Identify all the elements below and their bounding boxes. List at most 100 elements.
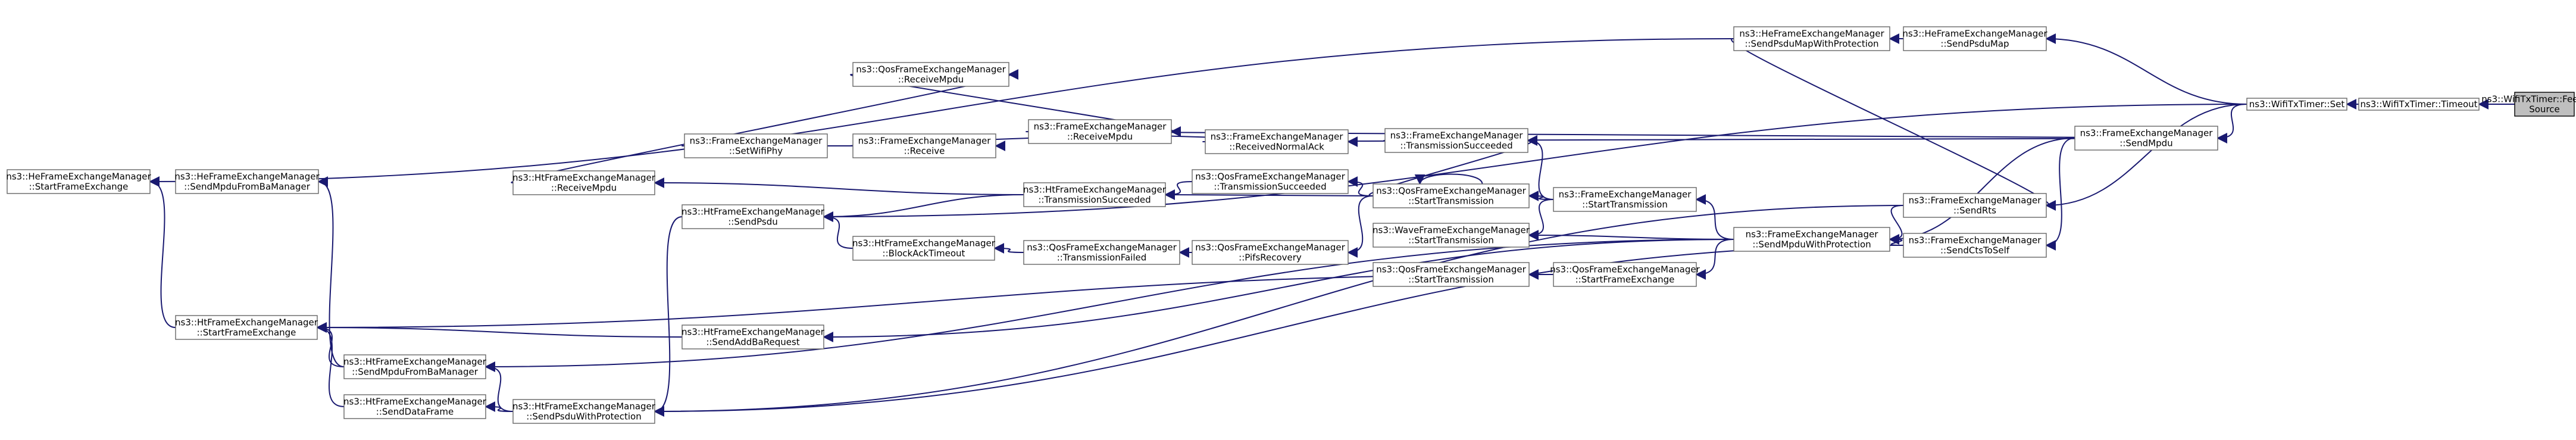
- node-label-line: ::ReceivedNormalAck: [1229, 142, 1324, 152]
- node-he-sendpsdumapwithprotection[interactable]: ns3::HeFrameExchangeManager::SendPsduMap…: [1733, 26, 1890, 51]
- node-fem-receive[interactable]: ns3::FrameExchangeManager::Receive: [852, 133, 996, 158]
- node-qos-transmissionsucceeded[interactable]: ns3::QosFrameExchangeManager::Transmissi…: [1192, 169, 1349, 194]
- node-label-line: ::StartFrameExchange: [29, 182, 129, 192]
- node-box: [1373, 223, 1530, 248]
- node-qos-receivempdu[interactable]: ns3::QosFrameExchangeManager::ReceiveMpd…: [852, 62, 1009, 87]
- node-label-line: ns3::HeFrameExchangeManager: [1739, 29, 1884, 39]
- node-label-line: ns3::HeFrameExchangeManager: [1902, 29, 2047, 39]
- node-he-sendpsdumap[interactable]: ns3::HeFrameExchangeManager::SendPsduMap: [1902, 26, 2047, 51]
- node-fem-sendrts[interactable]: ns3::FrameExchangeManager::SendRts: [1903, 193, 2047, 218]
- node-label-line: ::SendAddBaRequest: [706, 337, 799, 348]
- node-wifitxtimer-feedtrace[interactable]: ns3::WifiTxTimer::FeedTraceSource: [2481, 92, 2576, 117]
- node-label-line: ::StartTransmission: [1408, 196, 1494, 207]
- node-box: [1733, 26, 1890, 51]
- node-label-line: ns3::FrameExchangeManager: [1390, 130, 1524, 141]
- node-box: [1023, 240, 1180, 265]
- node-fem-sendmpdu[interactable]: ns3::FrameExchangeManager::SendMpdu: [2074, 126, 2218, 151]
- node-label-line: ns3::QosFrameExchangeManager: [1376, 186, 1526, 196]
- edge-fem_transmissionsucceeded-fem_starttransmission: [1527, 135, 1554, 200]
- node-qos-starttransmission-a[interactable]: ns3::QosFrameExchangeManager::StartTrans…: [1373, 183, 1530, 208]
- node-qos-starttransmission-b[interactable]: ns3::QosFrameExchangeManager::StartTrans…: [1373, 262, 1530, 287]
- edge-fem_sendmpduwithprotection-fem_sendrts: [1889, 205, 1904, 245]
- edge-qos_startframeexchange-fem_sendmpduwithprotection: [1695, 239, 1734, 280]
- node-label-line: ::SendMpduWithProtection: [1752, 239, 1871, 250]
- node-label-line: ns3::HtFrameExchangeManager: [852, 238, 996, 249]
- edge-ht_sendpsdu-ht_transmissionsucceeded: [823, 194, 1024, 222]
- node-label-line: ::StartTransmission: [1408, 274, 1494, 285]
- node-box: [2074, 126, 2218, 151]
- node-label-line: ns3::FrameExchangeManager: [2080, 128, 2214, 139]
- edge-ht_transmissionsucceeded-qos_starttransmission_a: [1164, 189, 1374, 201]
- node-label-line: ns3::FrameExchangeManager: [690, 136, 823, 146]
- node-box: [1903, 233, 2047, 258]
- node-fem-starttransmission[interactable]: ns3::FrameExchangeManager::StartTransmis…: [1553, 187, 1697, 212]
- node-label-line: ::TransmissionSucceeded: [1214, 182, 1326, 192]
- node-ht-blockacktimeout[interactable]: ns3::HtFrameExchangeManager::BlockAckTim…: [852, 236, 996, 261]
- node-label-line: ::SendMpduFromBaManager: [352, 367, 479, 377]
- node-box: [1553, 187, 1697, 212]
- edge-ht_sendpsdu-wifitxtimer_set: [823, 104, 2247, 222]
- node-he-startframeexchange[interactable]: ns3::HeFrameExchangeManager::StartFrameE…: [6, 169, 151, 194]
- node-box: [1023, 182, 1166, 207]
- edge-fem_sendmpduwithprotection-fem_sendmpdu: [1889, 138, 2075, 245]
- node-he-sendmpdufrombamanager[interactable]: ns3::HeFrameExchangeManager::SendMpduFro…: [174, 169, 320, 194]
- node-box: [343, 394, 486, 419]
- node-fem-receivempdu[interactable]: ns3::FrameExchangeManager::ReceiveMpdu: [1028, 119, 1172, 144]
- edge-ht_sendpsduwithprotection-fem_sendrts: [654, 205, 1904, 417]
- node-ht-senddataframe[interactable]: ns3::HtFrameExchangeManager::SendDataFra…: [343, 394, 487, 419]
- node-label-line: ::ReceiveMpdu: [1067, 132, 1133, 142]
- node-box: [1192, 240, 1349, 265]
- node-wifitxtimer-timeout[interactable]: ns3::WifiTxTimer::Timeout: [2358, 98, 2480, 111]
- node-label-line: ns3::HtFrameExchangeManager: [1023, 185, 1167, 195]
- edge-qos_pifsrecovery-qos_starttransmission_a: [1347, 195, 1374, 258]
- node-label-line: ::SendCtsToSelf: [1940, 245, 2010, 256]
- node-qos-transmissionfailed[interactable]: ns3::QosFrameExchangeManager::Transmissi…: [1023, 240, 1180, 265]
- edge-he_sendmpdufrombamanager-ht_sendmpdufrombamanager: [317, 176, 345, 367]
- node-wifitxtimer-set[interactable]: ns3::WifiTxTimer::Set: [2246, 98, 2347, 111]
- edge-qos_starttransmission_a-fem_starttransmission: [1528, 191, 1554, 202]
- node-label-line: Source: [2529, 104, 2560, 115]
- node-ht-transmissionsucceeded[interactable]: ns3::HtFrameExchangeManager::Transmissio…: [1023, 182, 1167, 207]
- node-label-line: ::SendDataFrame: [376, 407, 454, 417]
- node-label-line: ::ReceiveMpdu: [551, 183, 617, 194]
- node-label-line: ns3::QosFrameExchangeManager: [1550, 264, 1700, 275]
- node-wave-starttransmission[interactable]: ns3::WaveFrameExchangeManager::StartTran…: [1373, 223, 1530, 248]
- node-fem-receivednormalack[interactable]: ns3::FrameExchangeManager::ReceivedNorma…: [1205, 129, 1349, 154]
- node-box: [2246, 98, 2347, 111]
- node-ht-sendpsdu[interactable]: ns3::HtFrameExchangeManager::SendPsdu: [681, 204, 825, 229]
- node-fem-transmissionsucceeded[interactable]: ns3::FrameExchangeManager::TransmissionS…: [1384, 128, 1528, 153]
- node-label-line: ::SendMpdu: [2119, 138, 2172, 149]
- node-ht-sendpsduwithprotection[interactable]: ns3::HtFrameExchangeManager::SendPsduWit…: [512, 399, 656, 424]
- node-box: [2514, 92, 2575, 117]
- node-label-line: ns3::QosFrameExchangeManager: [1195, 242, 1345, 253]
- node-fem-setwifiphy[interactable]: ns3::FrameExchangeManager::SetWifiPhy: [684, 133, 828, 158]
- edge-he_startframeexchange-ht_startframeexchange: [149, 176, 176, 328]
- node-label-line: ::TransmissionSucceeded: [1400, 141, 1512, 151]
- node-label-line: ::ReceiveMpdu: [898, 74, 964, 85]
- node-ht-sendaddbarequest[interactable]: ns3::HtFrameExchangeManager::SendAddBaRe…: [681, 324, 825, 349]
- node-label-line: ns3::QosFrameExchangeManager: [1195, 171, 1345, 182]
- edge-he_startframeexchange-he_sendpsdumapwithprotection: [149, 38, 1734, 187]
- edge-ht_sendaddbarequest-fem_sendmpduwithprotection: [823, 239, 1734, 342]
- node-qos-startframeexchange[interactable]: ns3::QosFrameExchangeManager::StartFrame…: [1550, 262, 1700, 287]
- node-label-line: ns3::FrameExchangeManager: [858, 136, 992, 146]
- node-label-line: ::BlockAckTimeout: [883, 248, 965, 259]
- node-label-line: ns3::QosFrameExchangeManager: [856, 64, 1006, 75]
- edge-ht_startframeexchange-qos_startframeexchange: [316, 274, 1554, 333]
- node-ht-sendmpdufrombamanager[interactable]: ns3::HtFrameExchangeManager::SendMpduFro…: [343, 354, 487, 379]
- node-box: [1733, 227, 1890, 252]
- node-fem-sendmpduwithprotection[interactable]: ns3::FrameExchangeManager::SendMpduWithP…: [1733, 227, 1890, 252]
- edge-ht_receivempdu-ht_transmissionsucceeded: [654, 177, 1024, 195]
- node-box: [512, 399, 655, 424]
- node-ht-receivempdu[interactable]: ns3::HtFrameExchangeManager::ReceiveMpdu: [512, 170, 656, 195]
- node-fem-sendctstoself[interactable]: ns3::FrameExchangeManager::SendCtsToSelf: [1903, 233, 2047, 258]
- node-qos-pifsrecovery[interactable]: ns3::QosFrameExchangeManager::PifsRecove…: [1192, 240, 1349, 265]
- node-label-line: ns3::HtFrameExchangeManager: [681, 327, 825, 338]
- node-label-line: ns3::WaveFrameExchangeManager: [1373, 225, 1530, 236]
- node-label-line: ns3::FrameExchangeManager: [1909, 235, 2042, 246]
- node-box: [343, 354, 486, 379]
- node-box: [1373, 262, 1530, 287]
- node-ht-startframeexchange[interactable]: ns3::HtFrameExchangeManager::StartFrameE…: [175, 315, 318, 340]
- edge-ht_transmissionsucceeded-qos_transmissionsucceeded: [1164, 181, 1193, 200]
- edge-ht_startframeexchange-ht_sendaddbarequest: [316, 322, 683, 338]
